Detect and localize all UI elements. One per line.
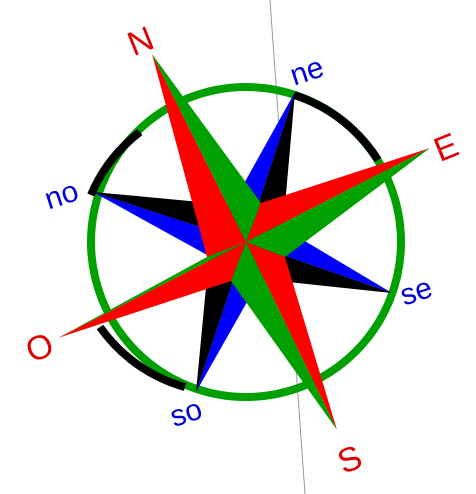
label-northwest: no [41,175,83,217]
label-west: O [20,325,59,370]
label-east: E [429,126,464,170]
label-south: S [332,438,367,482]
label-southwest: so [166,393,206,434]
cardinal-points [58,54,430,430]
label-southeast: se [396,271,436,312]
compass-ring-black-northeast [294,95,378,160]
label-northeast: ne [286,51,328,93]
